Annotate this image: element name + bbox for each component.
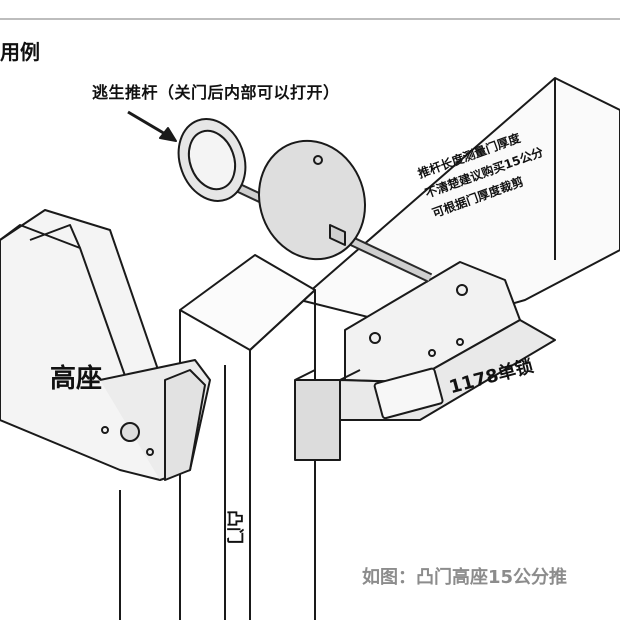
high-base-label: 高座	[50, 364, 103, 394]
door-frame	[179, 254, 316, 351]
escape-rod-label: 逃生推杆（关门后内部可以打开）	[92, 83, 340, 102]
lock-screw	[369, 332, 381, 344]
high-base-hole	[120, 422, 140, 442]
lock-cylinder	[294, 379, 341, 461]
section-title: 用例	[0, 40, 40, 64]
door-frame-side	[249, 289, 316, 620]
lock-screw	[456, 284, 468, 296]
lock-badge	[373, 367, 444, 420]
header-divider	[0, 18, 620, 20]
figure-caption: 如图：凸门高座15公分推	[362, 567, 568, 588]
door-type-label: 凸门	[224, 510, 244, 544]
high-base-tab	[164, 369, 206, 481]
